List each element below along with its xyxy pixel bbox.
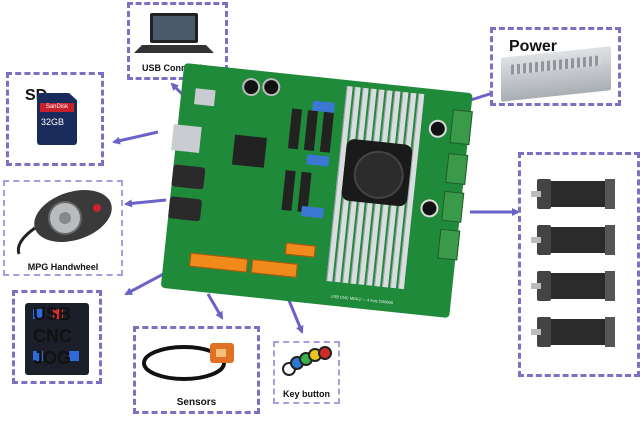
main-chip xyxy=(231,134,267,168)
usb-connection-label: USB Connection xyxy=(142,63,213,73)
laptop-icon xyxy=(134,13,214,53)
mpg-handwheel-box: MPG Handwheel xyxy=(3,180,123,276)
arrow-to-sensors xyxy=(206,293,224,320)
io-chip-2 xyxy=(303,110,319,151)
arrow-to-mpg xyxy=(124,198,167,208)
jog-pad-icon xyxy=(25,303,89,375)
motors-box xyxy=(518,152,640,377)
jog-key-a xyxy=(33,309,43,319)
sd-box: SD SanDisk 32GB xyxy=(6,72,104,166)
motor-terminal-3 xyxy=(437,228,461,261)
cooling-fan-icon xyxy=(340,138,413,207)
sd-card-brand: SanDisk xyxy=(40,103,74,112)
key-buttons-icon xyxy=(282,346,332,376)
io-terminal-2 xyxy=(250,259,298,278)
cnc-label: CNC xyxy=(33,326,72,346)
io-terminal-1 xyxy=(189,252,249,273)
power-supply-vent xyxy=(511,55,601,75)
arrow-to-key-button xyxy=(286,297,304,334)
power-terminal xyxy=(449,109,473,146)
usb-cnc-jog-box: USB CNC JOG xyxy=(12,290,102,384)
capacitor-2 xyxy=(261,77,282,98)
jog-key-c xyxy=(33,351,43,361)
dip-switch-3 xyxy=(300,206,324,219)
motor-terminal-1 xyxy=(445,153,469,185)
sensors-label: Sensors xyxy=(176,397,217,408)
mpg-handwheel-label: MPG Handwheel xyxy=(27,262,99,272)
usb-label: USB xyxy=(33,304,72,324)
controller-board: USB CNC MDK2 — 4 Axis DA6600 xyxy=(160,62,473,318)
key-button-label: Key button xyxy=(283,389,330,399)
usb-connection-box: USB Connection xyxy=(127,2,228,80)
io-chip-1 xyxy=(287,108,303,150)
db9-connector-2 xyxy=(168,196,203,222)
arrow-to-sd xyxy=(112,130,159,145)
capacitor-1 xyxy=(241,77,262,97)
heatsink xyxy=(326,86,426,290)
io-chip-3 xyxy=(319,111,334,153)
sensors-box: Sensors xyxy=(133,326,260,414)
capacitor-4 xyxy=(419,198,440,219)
power-label: Power xyxy=(509,38,558,55)
stepper-motor-icon xyxy=(531,179,615,209)
jog-label: JOG xyxy=(33,348,72,368)
stepper-motor-icon xyxy=(531,317,615,347)
jog-key-d xyxy=(69,351,79,361)
db9-connector-1 xyxy=(171,164,206,190)
capacitor-3 xyxy=(427,118,448,139)
io-chip-4 xyxy=(281,170,296,211)
jog-key-b xyxy=(53,309,63,319)
power-box: Power xyxy=(490,27,621,106)
board-silkscreen: USB CNC MDK2 — 4 Axis DA6600 xyxy=(330,293,394,306)
stepper-motors-group xyxy=(531,179,615,347)
sd-slot xyxy=(171,124,202,153)
sd-card-size: 32GB xyxy=(41,117,65,127)
dip-switch-2 xyxy=(306,154,330,167)
proximity-sensor-icon xyxy=(142,343,234,381)
sd-card-icon: SanDisk 32GB xyxy=(37,93,77,145)
stepper-motor-icon xyxy=(531,271,615,301)
motor-terminal-2 xyxy=(441,190,465,223)
io-terminal-3 xyxy=(284,242,316,258)
key-button-box: Key button xyxy=(273,341,340,404)
usb-port xyxy=(194,88,216,107)
stepper-motor-icon xyxy=(531,225,615,255)
dip-switch-1 xyxy=(312,100,335,113)
handwheel-icon xyxy=(16,190,112,255)
